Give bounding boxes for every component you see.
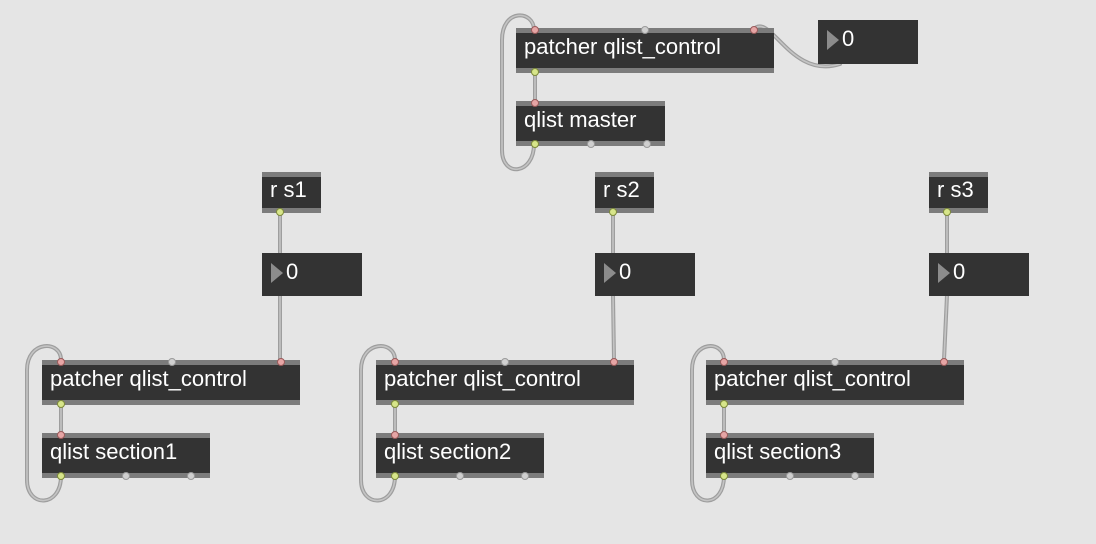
s2-number-value: 0 [619, 259, 632, 284]
s1-qlist-inlet[interactable] [57, 431, 65, 439]
s1-receive-object[interactable]: r s1 [262, 172, 321, 213]
s1-number-value: 0 [286, 259, 299, 284]
s1-patcher-outlet[interactable] [57, 400, 65, 408]
s2-qlist-inlet[interactable] [391, 431, 399, 439]
s3-qlist-outlet-middle[interactable] [786, 472, 794, 480]
master-patcher-inlet-right[interactable] [750, 26, 758, 34]
s3-patcher-outlet[interactable] [720, 400, 728, 408]
s2-patcher-inlet-right[interactable] [610, 358, 618, 366]
s1-patcher-inlet-middle[interactable] [168, 358, 176, 366]
s2-number-box[interactable]: 0 [595, 253, 695, 296]
master-qlist-outlet-left[interactable] [531, 140, 539, 148]
s1-qlist-outlet-left[interactable] [57, 472, 65, 480]
s3-receive-outlet[interactable] [943, 208, 951, 216]
s1-qlist-outlet-middle[interactable] [122, 472, 130, 480]
s1-receive-label: r s1 [270, 177, 307, 202]
master-patcher-outlet[interactable] [531, 68, 539, 76]
s3-patcher-inlet-middle[interactable] [831, 358, 839, 366]
s2-qlist-label: qlist section2 [384, 439, 512, 464]
s2-qlist-outlet-middle[interactable] [456, 472, 464, 480]
s2-patcher-object[interactable]: patcher qlist_control [376, 360, 634, 405]
s1-qlist-outlet-right[interactable] [187, 472, 195, 480]
s3-patcher-object[interactable]: patcher qlist_control [706, 360, 964, 405]
s1-patcher-object[interactable]: patcher qlist_control [42, 360, 300, 405]
s1-number-box[interactable]: 0 [262, 253, 362, 296]
triangle-right-icon [827, 30, 839, 50]
s2-patcher-outlet[interactable] [391, 400, 399, 408]
master-qlist-outlet-right[interactable] [643, 140, 651, 148]
master-number-box[interactable]: 0 [818, 20, 918, 64]
master-qlist-outlet-middle[interactable] [587, 140, 595, 148]
s3-qlist-inlet[interactable] [720, 431, 728, 439]
s1-patcher-inlet-left[interactable] [57, 358, 65, 366]
s3-patcher-inlet-right[interactable] [940, 358, 948, 366]
s1-receive-outlet[interactable] [276, 208, 284, 216]
s3-number-value: 0 [953, 259, 966, 284]
s1-patcher-inlet-right[interactable] [277, 358, 285, 366]
s1-qlist-label: qlist section1 [50, 439, 178, 464]
s2-qlist-outlet-left[interactable] [391, 472, 399, 480]
s2-patcher-label: patcher qlist_control [384, 366, 581, 391]
s3-number-box[interactable]: 0 [929, 253, 1029, 296]
master-qlist-label: qlist master [524, 107, 637, 132]
s3-receive-object[interactable]: r s3 [929, 172, 988, 213]
s2-receive-label: r s2 [603, 177, 640, 202]
s2-receive-object[interactable]: r s2 [595, 172, 654, 213]
s3-qlist-outlet-right[interactable] [851, 472, 859, 480]
s1-patcher-label: patcher qlist_control [50, 366, 247, 391]
master-number-value: 0 [842, 26, 855, 51]
s2-qlist-outlet-right[interactable] [521, 472, 529, 480]
master-patcher-label: patcher qlist_control [524, 34, 721, 59]
triangle-right-icon [938, 263, 950, 283]
s2-receive-outlet[interactable] [609, 208, 617, 216]
master-patcher-object[interactable]: patcher qlist_control [516, 28, 774, 73]
triangle-right-icon [604, 263, 616, 283]
master-patcher-inlet-left[interactable] [531, 26, 539, 34]
triangle-right-icon [271, 263, 283, 283]
s3-qlist-outlet-left[interactable] [720, 472, 728, 480]
s3-receive-label: r s3 [937, 177, 974, 202]
master-qlist-inlet[interactable] [531, 99, 539, 107]
s2-patcher-inlet-middle[interactable] [501, 358, 509, 366]
s3-patcher-inlet-left[interactable] [720, 358, 728, 366]
master-patcher-inlet-middle[interactable] [641, 26, 649, 34]
s3-qlist-label: qlist section3 [714, 439, 842, 464]
s2-patcher-inlet-left[interactable] [391, 358, 399, 366]
s3-patcher-label: patcher qlist_control [714, 366, 911, 391]
